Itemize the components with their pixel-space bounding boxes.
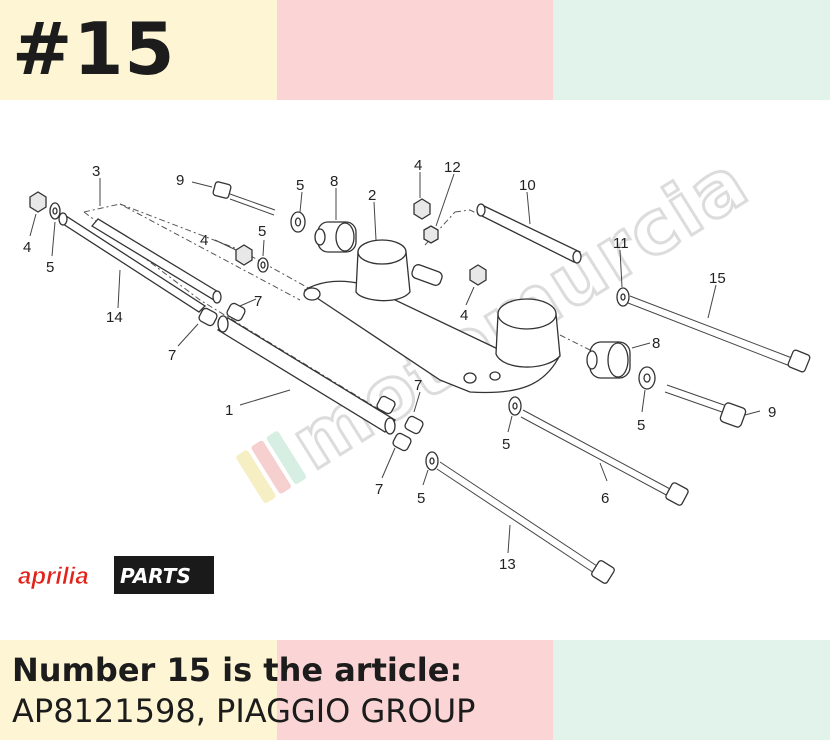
part-14-rod — [58, 212, 207, 313]
callout-14: 14 — [106, 309, 123, 326]
callout-8-lower: 8 — [652, 335, 660, 352]
logo-brand-box — [14, 556, 112, 592]
exploded-parts-diagram: motomurcia — [14, 137, 811, 594]
callout-5-b: 5 — [637, 417, 645, 434]
watermark: motomurcia — [236, 137, 765, 504]
callout-10: 10 — [519, 177, 536, 194]
callout-9-lower: 9 — [768, 404, 776, 421]
part-8-silentblock-lower — [586, 341, 631, 379]
part-9-bolt-lower — [664, 384, 747, 428]
aprilia-parts-logo: aprilia PARTS — [14, 556, 214, 594]
part-8-silentblock-upper — [314, 221, 357, 253]
callout-9-upper: 9 — [176, 172, 184, 189]
part-15-bolt — [627, 295, 811, 373]
part-2-swingarm — [303, 239, 561, 394]
callout-5-d: 5 — [502, 436, 510, 453]
footer-stripe-mint — [553, 640, 830, 740]
logo-brand-text: aprilia — [18, 563, 89, 590]
part-5-washers — [49, 202, 656, 471]
caption-heading: Number 15 is the article: — [12, 651, 463, 689]
callout-7-d: 7 — [375, 481, 383, 498]
header-stripe-mint — [553, 0, 830, 100]
callout-5-c: 5 — [417, 490, 425, 507]
callout-8-upper: 8 — [330, 173, 338, 190]
callout-7-b: 7 — [254, 293, 262, 310]
part-10-pin — [476, 203, 582, 264]
callout-5-e: 5 — [46, 259, 54, 276]
footer-stripe-pink — [276, 640, 554, 740]
callout-2: 2 — [368, 187, 376, 204]
callout-4-a: 4 — [414, 157, 422, 174]
footer-band — [0, 640, 830, 740]
callout-4-c: 4 — [200, 232, 208, 249]
callout-leaders — [29, 172, 761, 554]
watermark-stripe-yellow — [236, 450, 276, 504]
header-stripe-pink — [276, 0, 554, 100]
header-stripe-yellow — [0, 0, 277, 100]
callout-4-d: 4 — [460, 307, 468, 324]
callout-5-f: 5 — [258, 223, 266, 240]
logo-suffix-box — [114, 556, 214, 594]
article-caption: Number 15 is the article: AP8121598, PIA… — [12, 650, 475, 732]
callout-7-a: 7 — [168, 347, 176, 364]
callout-11: 11 — [613, 235, 629, 252]
header-band — [0, 0, 830, 100]
callout-13: 13 — [499, 556, 516, 573]
part-13-bolt — [436, 461, 615, 584]
part-3-tube — [91, 218, 222, 304]
caption-article-number: AP8121598, PIAGGIO GROUP — [12, 692, 476, 730]
part-6-bolt — [520, 409, 689, 506]
callout-5-a: 5 — [296, 177, 304, 194]
watermark-stripe-pink — [251, 440, 291, 494]
part-9-bolt-upper — [212, 181, 276, 216]
callout-6: 6 — [601, 490, 609, 507]
callout-7-c: 7 — [414, 377, 422, 394]
logo-suffix-text: PARTS — [120, 564, 191, 588]
callout-1: 1 — [225, 402, 233, 419]
part-4-nuts — [29, 191, 487, 286]
footer-stripe-yellow — [0, 640, 277, 740]
callout-4-b: 4 — [23, 239, 31, 256]
watermark-stripe-mint — [266, 431, 307, 484]
page-title: #15 — [12, 7, 176, 91]
part-7-bushings — [198, 302, 424, 452]
part-1-axle — [217, 315, 396, 435]
callout-3: 3 — [92, 163, 100, 180]
callout-labels: 3 9 5 8 2 4 12 10 11 15 8 5 9 6 13 5 5 1… — [23, 157, 776, 573]
callout-12: 12 — [444, 159, 461, 176]
callout-15: 15 — [709, 270, 726, 287]
